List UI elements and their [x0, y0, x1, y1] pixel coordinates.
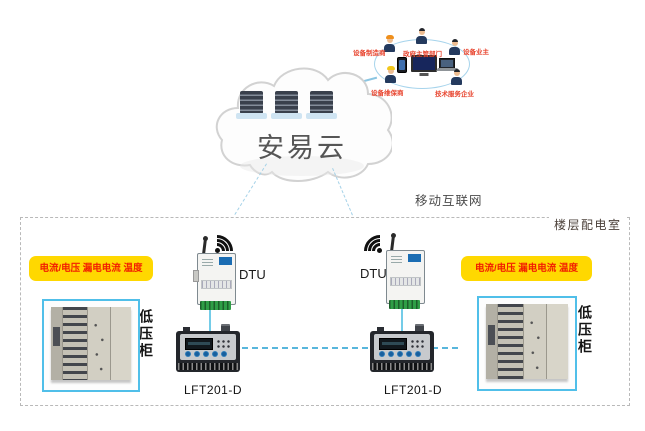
sensor-tag-right: 电流/电压 漏电电流 温度	[461, 256, 592, 281]
meter-terminal-strip	[178, 363, 238, 370]
monitor-icon	[411, 55, 437, 72]
meter-button	[221, 351, 227, 357]
meter-buttons	[185, 351, 227, 357]
server-icon	[306, 91, 337, 119]
person-torso	[449, 47, 460, 55]
meter-button	[203, 351, 209, 357]
meter-button	[212, 351, 218, 357]
meter-label-left: LFT201-D	[184, 383, 243, 397]
person-head	[418, 28, 425, 35]
sensor-tag-left: 电流/电压 漏电电流 温度	[29, 256, 153, 281]
cloud-title: 安易云	[257, 133, 347, 163]
dtu-side-tab	[193, 270, 199, 282]
dtu-meter-link-right	[401, 304, 403, 332]
cabinet-label-left: 低压柜	[138, 309, 154, 360]
person-head	[386, 66, 395, 74]
person-torso	[416, 36, 427, 44]
wifi-icon	[194, 224, 246, 274]
person-icon-manufacturer	[384, 35, 395, 52]
person-torso	[451, 77, 462, 85]
cloud-shape	[215, 67, 394, 182]
mobile-internet-label: 移动互联网	[415, 194, 483, 208]
switchgear-cabinet	[486, 304, 568, 379]
server-icon	[271, 91, 302, 119]
distribution-room-box	[20, 217, 630, 406]
cabinet-panel	[486, 304, 498, 379]
wifi-dot	[377, 248, 382, 253]
person-head	[453, 69, 460, 76]
dtu-meter-link-left	[209, 305, 211, 333]
dtu-label-strip	[390, 277, 421, 286]
meter-button	[388, 351, 394, 357]
dtu-device-left	[193, 253, 236, 310]
meter-meter-dashed-link	[242, 347, 458, 349]
meter-buttons	[379, 351, 421, 357]
person-head	[451, 39, 458, 46]
meter-front-panel	[374, 334, 430, 360]
cabinet-label-right: 低压柜	[577, 305, 593, 356]
cabinet-panel	[523, 304, 547, 379]
cabinet-panel	[497, 304, 524, 379]
wifi-icon	[351, 224, 403, 274]
wifi-dot	[215, 248, 220, 253]
cabinet-panel	[546, 304, 568, 379]
meter-mount-tab	[183, 327, 190, 332]
dtu-text-lines	[202, 259, 213, 268]
person-icon-owner	[449, 39, 460, 55]
meter-device-right	[370, 331, 434, 372]
switchgear-cabinet	[51, 307, 131, 380]
distribution-room-label: 楼层配电室	[549, 214, 627, 235]
person-icon-maintenance	[385, 66, 396, 83]
dtu-label-strip	[201, 280, 232, 289]
dtu-device-right	[386, 250, 425, 309]
meter-top-knob	[415, 324, 424, 333]
person-head	[385, 35, 394, 43]
meter-key-grid	[409, 338, 426, 348]
cabinet-panel	[51, 307, 63, 380]
dtu-label-left: DTU	[239, 267, 266, 282]
meter-mount-tab	[377, 327, 384, 332]
meter-button	[397, 351, 403, 357]
meter-button	[194, 351, 200, 357]
stakeholder-label-manufacturer: 设备制造商	[353, 50, 386, 57]
cloud-group: 安易云	[212, 60, 394, 186]
person-torso	[384, 44, 395, 52]
meter-button	[406, 351, 412, 357]
meter-button	[379, 351, 385, 357]
person-icon-tech-service	[451, 69, 462, 85]
meter-label-right: LFT201-D	[384, 383, 443, 397]
meter-button	[415, 351, 421, 357]
dtu-text-lines	[391, 256, 402, 265]
server-icon	[236, 91, 267, 119]
cabinet-photo-right	[477, 296, 577, 391]
meter-top-knob	[221, 324, 230, 333]
person-icon-government	[416, 28, 427, 44]
dtu-terminal-block	[389, 300, 420, 309]
dtu-badge	[219, 257, 232, 265]
meter-front-panel	[180, 334, 236, 360]
meter-terminal-strip	[372, 363, 432, 370]
dtu-label-right: DTU	[360, 266, 387, 281]
stakeholder-label-tech-service: 技术服务企业	[435, 91, 474, 98]
meter-lcd-display	[185, 338, 213, 350]
dtu-terminal-block	[200, 301, 231, 310]
meter-button	[185, 351, 191, 357]
meter-device-left	[176, 331, 240, 372]
cabinet-panel	[109, 307, 131, 380]
stakeholder-label-owner: 设备业主	[463, 49, 489, 56]
laptop-icon	[439, 58, 455, 69]
stakeholder-label-maintenance: 设备维保商	[371, 90, 404, 97]
person-torso	[385, 75, 396, 83]
stakeholder-label-government: 政府主管部门	[403, 51, 442, 58]
cabinet-photo-left	[42, 299, 140, 392]
dtu-badge	[408, 254, 421, 262]
meter-lcd-display	[379, 338, 407, 350]
meter-key-grid	[215, 338, 232, 348]
cabinet-panel	[62, 307, 88, 380]
phone-icon	[397, 57, 407, 73]
cabinet-panel	[87, 307, 110, 380]
